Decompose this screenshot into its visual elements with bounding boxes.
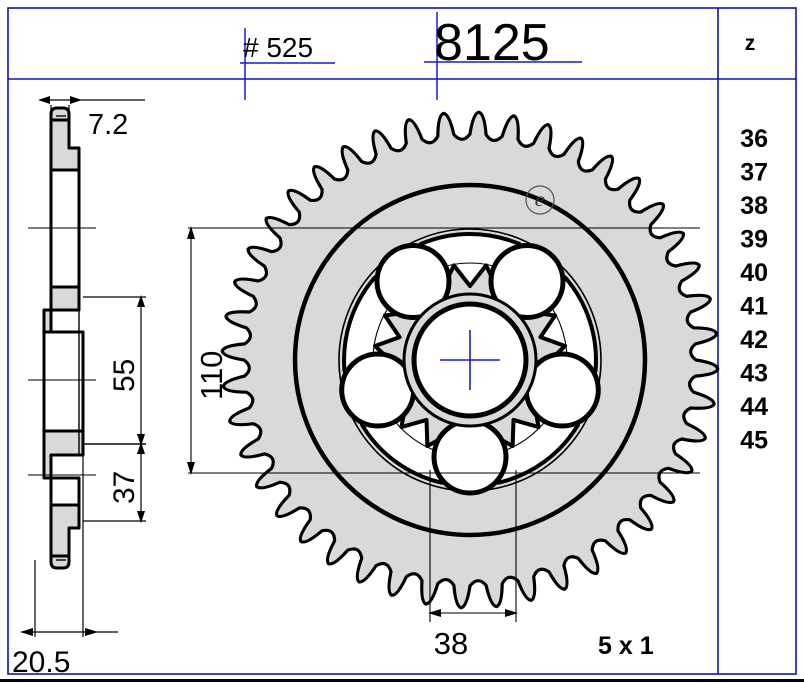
- teeth-count-value: 39: [740, 226, 768, 254]
- dimension-value-20-5: 20.5: [12, 646, 70, 679]
- bolt-hole: [488, 243, 566, 320]
- teeth-count-value: 37: [740, 159, 768, 187]
- teeth-count-value: 43: [740, 360, 768, 388]
- dimension-value-7-2: 7.2: [88, 109, 128, 141]
- teeth-count-list: 36 37 38 39 40 41 42 43 44 45: [740, 125, 768, 455]
- teeth-count-value: 42: [740, 326, 768, 354]
- teeth-count-value: 36: [740, 125, 768, 153]
- dimension-38: 38: [428, 470, 518, 661]
- part-number: 8125: [434, 14, 550, 72]
- dimension-55: 55: [83, 295, 146, 446]
- dimension-value-37: 37: [108, 471, 141, 504]
- sheet-frame: [7, 7, 797, 675]
- dimension-thickness-top: 7.2: [38, 96, 145, 141]
- teeth-count-value: 44: [740, 393, 768, 421]
- dimension-37: 37: [83, 442, 146, 523]
- teeth-column-header: z: [745, 32, 756, 55]
- teeth-count-value: 41: [740, 293, 768, 321]
- dimension-value-55: 55: [108, 359, 141, 392]
- chain-pitch-label: # 525: [243, 32, 313, 63]
- bolt-hole: [374, 243, 452, 320]
- teeth-count-value: 45: [740, 427, 768, 455]
- sprocket-front-view: e: [220, 110, 720, 610]
- center-crosshair: [440, 330, 500, 390]
- teeth-count-value: 40: [740, 259, 768, 287]
- front-view-construction-lines: [188, 227, 700, 474]
- teeth-count-value: 38: [740, 192, 768, 220]
- bolt-pattern-label: 5 x 1: [598, 632, 654, 660]
- bolt-hole: [431, 418, 509, 496]
- dimension-overall-width: 20.5: [12, 455, 118, 679]
- dimension-value-110: 110: [194, 351, 229, 400]
- side-section-view: [28, 106, 96, 570]
- header-centerlines: [240, 12, 582, 100]
- dimension-value-38: 38: [434, 626, 468, 661]
